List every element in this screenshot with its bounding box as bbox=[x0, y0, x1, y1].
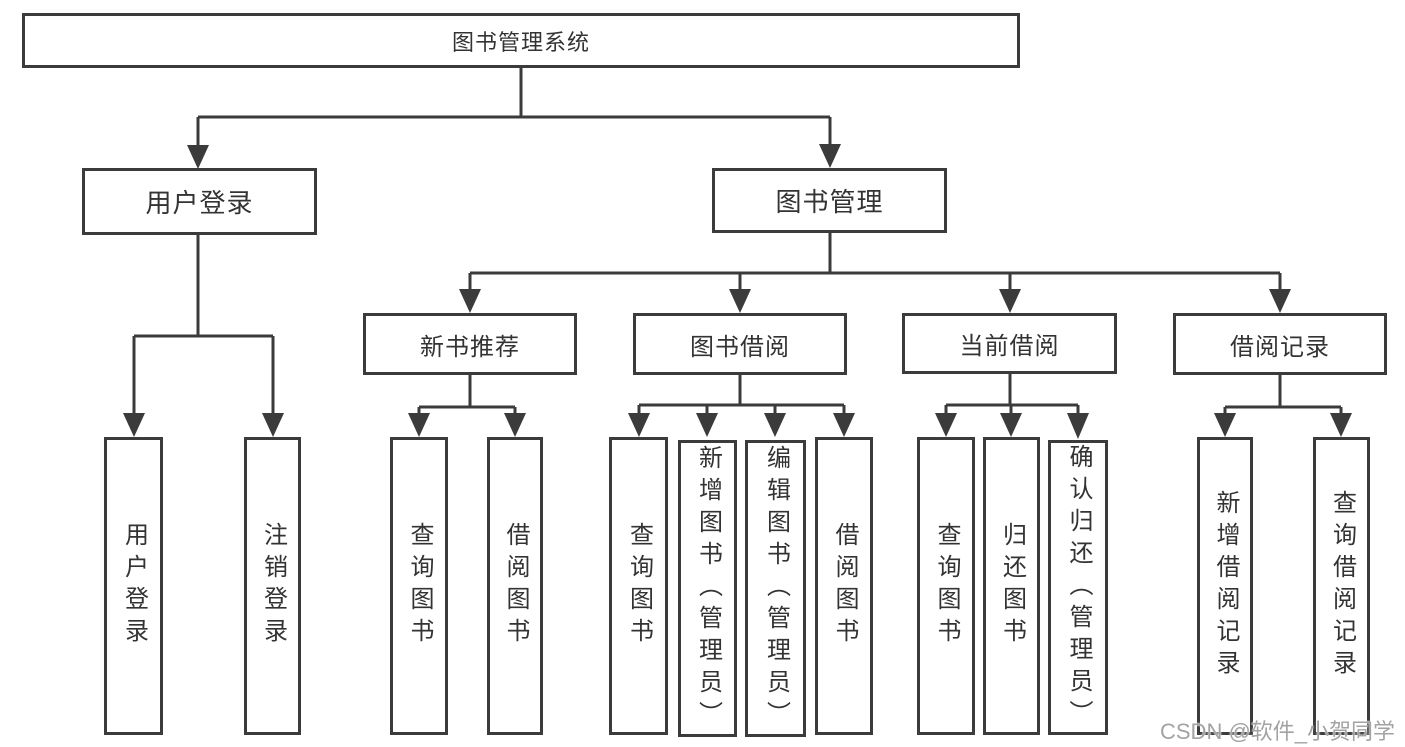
node-library-management-system: 图书管理系统 bbox=[22, 13, 1020, 68]
leaf-user-login: 用户登录 bbox=[104, 437, 163, 735]
leaf-records-query-record: 查询借阅记录 bbox=[1313, 437, 1370, 735]
node-borrow-records: 借阅记录 bbox=[1173, 313, 1387, 375]
node-book-borrow: 图书借阅 bbox=[633, 313, 847, 375]
leaf-borrow-query-book: 查询图书 bbox=[609, 437, 668, 735]
leaf-recommend-query-book: 查询图书 bbox=[390, 437, 448, 735]
leaf-borrow-add-book-admin: 新增图书（管理员） bbox=[678, 440, 737, 737]
leaf-current-confirm-return-admin: 确认归还（管理员） bbox=[1048, 440, 1108, 735]
node-new-book-recommend: 新书推荐 bbox=[363, 313, 577, 375]
leaf-current-query-book: 查询图书 bbox=[917, 437, 975, 735]
arrowhead-icons bbox=[123, 144, 1352, 439]
leaf-borrow-borrow-book: 借阅图书 bbox=[815, 437, 873, 735]
leaf-records-add-record: 新增借阅记录 bbox=[1197, 437, 1253, 735]
csdn-watermark: CSDN @软件_小贺同学 bbox=[1160, 719, 1396, 744]
node-user-login: 用户登录 bbox=[82, 168, 317, 235]
connector-paths bbox=[132, 68, 1343, 414]
leaf-current-return-book: 归还图书 bbox=[983, 437, 1040, 735]
leaf-borrow-edit-book-admin: 编辑图书（管理员） bbox=[745, 440, 806, 737]
leaf-logout-login: 注销登录 bbox=[244, 437, 301, 735]
leaf-recommend-borrow-book: 借阅图书 bbox=[487, 437, 543, 735]
node-current-borrow: 当前借阅 bbox=[902, 313, 1117, 374]
node-book-management: 图书管理 bbox=[712, 168, 947, 233]
